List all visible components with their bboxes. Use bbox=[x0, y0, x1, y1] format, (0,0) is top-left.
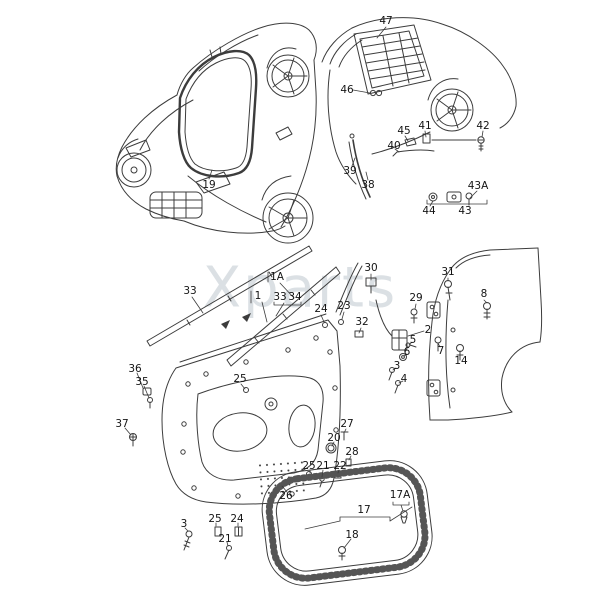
leader-lines bbox=[124, 26, 488, 549]
part-label-32-20: 32 bbox=[355, 315, 369, 328]
part-label-23-18: 23 bbox=[337, 299, 351, 312]
part-label-40-5: 40 bbox=[387, 139, 401, 152]
side-mirror bbox=[275, 126, 293, 141]
part-label-21-39: 21 bbox=[316, 459, 330, 472]
part-label-26-41: 26 bbox=[279, 489, 293, 502]
label-brackets bbox=[250, 199, 488, 530]
window-guide-strip bbox=[352, 139, 371, 198]
part-label-14-30: 14 bbox=[454, 354, 468, 367]
door-seal-ring bbox=[261, 460, 433, 586]
part-label-35-32: 35 bbox=[135, 375, 149, 388]
part-label-47-0: 47 bbox=[379, 14, 393, 27]
clip-part-41 bbox=[422, 133, 431, 144]
front-left-wheel bbox=[116, 138, 152, 188]
rear-wheel bbox=[266, 47, 310, 98]
part-label-6-26: 6 bbox=[403, 345, 411, 358]
seal-clip-18 bbox=[338, 546, 346, 561]
part-label-4-28: 4 bbox=[400, 372, 408, 385]
part-label-24-17: 24 bbox=[314, 302, 328, 315]
part-label-27-35: 27 bbox=[340, 417, 354, 430]
part-label-1-14: 1 bbox=[254, 289, 262, 302]
part-label-21-48: 21 bbox=[218, 532, 232, 545]
part-label-25-34: 25 bbox=[233, 372, 247, 385]
part-label-34-16: 34 bbox=[288, 290, 302, 303]
body-side-section bbox=[426, 247, 543, 421]
lower-door-hinge bbox=[426, 379, 441, 397]
engine-cover bbox=[353, 24, 432, 95]
part-label-17-42: 17 bbox=[357, 503, 371, 516]
part-label-5-25: 5 bbox=[409, 333, 417, 346]
part-label-25-46: 25 bbox=[208, 512, 222, 525]
part-label-17A-43: 17A bbox=[389, 488, 411, 501]
watermark-text: Xparts bbox=[202, 255, 398, 321]
part-label-38-7: 38 bbox=[361, 178, 375, 191]
part-label-18-44: 18 bbox=[345, 528, 359, 541]
part-label-37-33: 37 bbox=[115, 417, 129, 430]
part-label-29-21: 29 bbox=[409, 291, 423, 304]
part-label-19-11: 19 bbox=[202, 178, 216, 191]
part-label-3-27: 3 bbox=[393, 359, 401, 372]
direction-arrow-icon bbox=[242, 313, 251, 322]
door-inner-shell bbox=[161, 262, 363, 505]
rod-part-40 bbox=[392, 149, 435, 157]
bracket-part-45 bbox=[404, 137, 417, 147]
part-label-25-38: 25 bbox=[302, 459, 316, 472]
part-label-1A-13: 1A bbox=[270, 270, 284, 283]
part-label-2-24: 2 bbox=[424, 323, 432, 336]
part-label-44-9: 44 bbox=[422, 204, 436, 217]
part-label-3-45: 3 bbox=[180, 517, 188, 530]
part-label-45-2: 45 bbox=[397, 124, 411, 137]
part-label-33-12: 33 bbox=[183, 284, 197, 297]
part-label-30-19: 30 bbox=[364, 261, 378, 274]
part-label-46-1: 46 bbox=[340, 83, 354, 96]
part-label-43A-8: 43A bbox=[467, 179, 489, 192]
part-label-42-4: 42 bbox=[476, 119, 490, 132]
car-front-three-quarter-view bbox=[115, 22, 317, 244]
car-rear-top-view bbox=[321, 17, 517, 206]
direction-arrow-icon bbox=[221, 320, 230, 329]
upper-door-hinge bbox=[426, 301, 441, 319]
rear-right-wheel bbox=[427, 78, 474, 132]
part-label-28-37: 28 bbox=[345, 445, 359, 458]
front-grille bbox=[149, 191, 203, 219]
part-label-33-15: 33 bbox=[273, 290, 287, 303]
small-fasteners bbox=[129, 387, 243, 560]
part-label-7-29: 7 bbox=[437, 344, 445, 357]
part-label-43-10: 43 bbox=[458, 204, 472, 217]
part-label-36-31: 36 bbox=[128, 362, 142, 375]
part-label-24-47: 24 bbox=[230, 512, 244, 525]
part-label-20-36: 20 bbox=[327, 431, 341, 444]
part-label-31-22: 31 bbox=[441, 265, 455, 278]
front-right-wheel bbox=[261, 175, 314, 244]
part-label-8-23: 8 bbox=[480, 287, 488, 300]
door-aperture-seal bbox=[177, 46, 258, 178]
part-label-39-6: 39 bbox=[343, 164, 357, 177]
part-label-22-40: 22 bbox=[333, 459, 347, 472]
screw-part-42 bbox=[477, 136, 485, 152]
part-label-41-3: 41 bbox=[418, 119, 432, 132]
